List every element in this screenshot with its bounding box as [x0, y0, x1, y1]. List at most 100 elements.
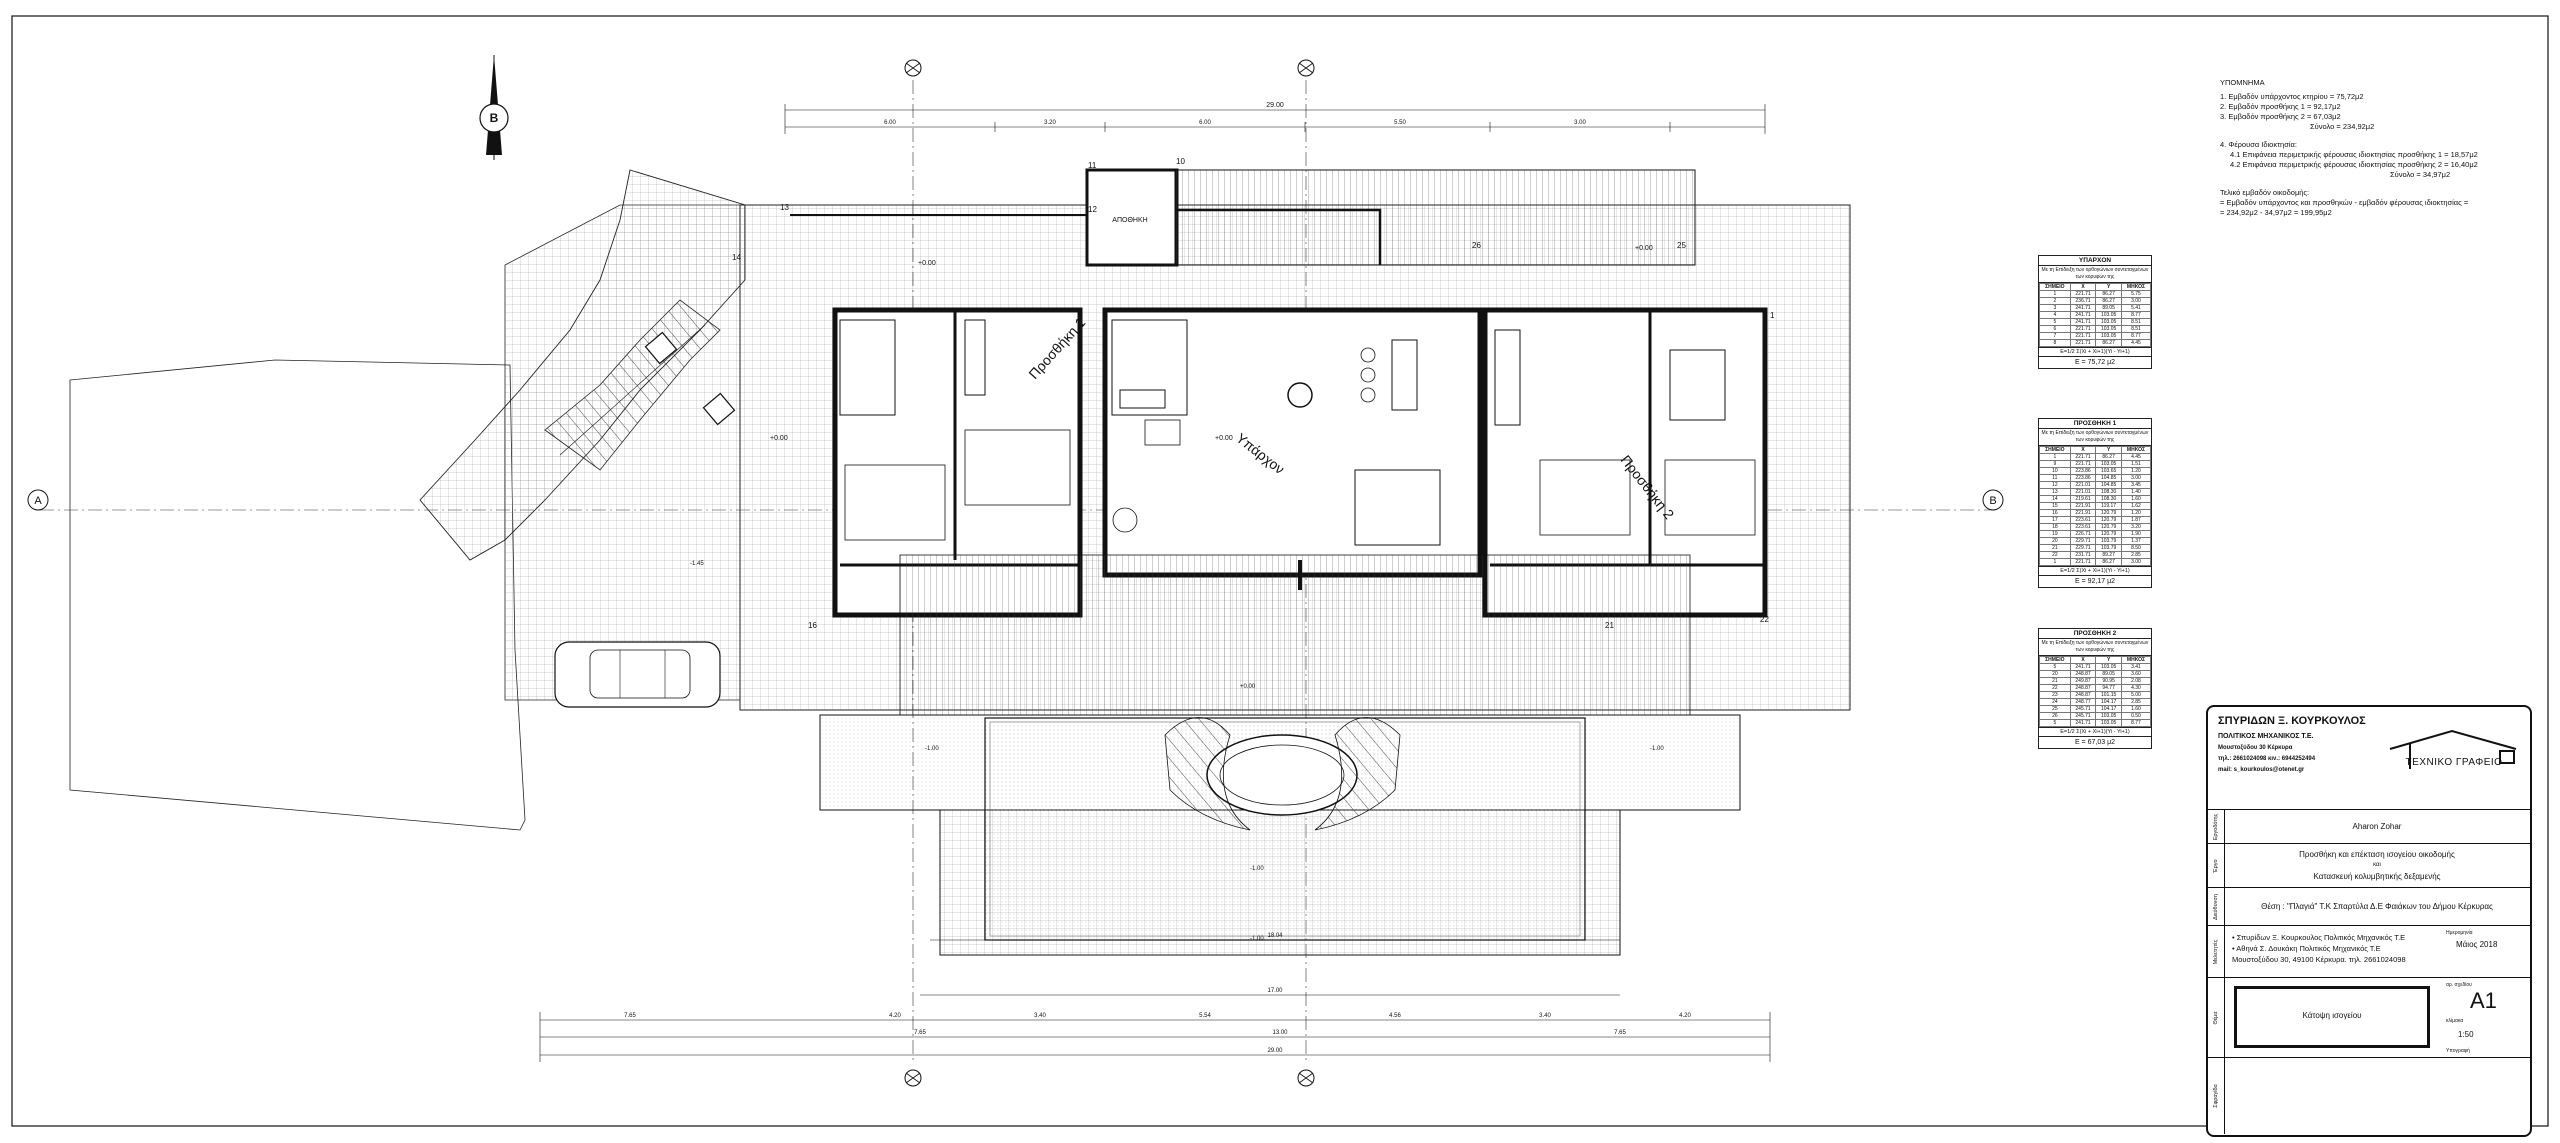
point-22: 22	[1760, 615, 1769, 624]
level-6: +0.00	[1240, 684, 1256, 690]
table-cell: 13	[2039, 488, 2071, 496]
engineer-1: • Σπυρίδων Ξ. Κουρκουλος Πολιτικός Μηχαν…	[2232, 933, 2406, 942]
table-cell: 120.79	[2095, 523, 2122, 531]
table-cell: 120.79	[2095, 530, 2122, 538]
drawing-title-box: Κάτοψη ισογείου	[2234, 986, 2430, 1048]
table-cell: 245.71	[2069, 705, 2097, 713]
point-21: 21	[1605, 621, 1614, 630]
dim-top-4: 5.50	[1394, 120, 1406, 126]
table-cell: 2.08	[2120, 677, 2152, 685]
table-cell: 4.45	[2120, 339, 2152, 347]
pool-area	[819, 714, 1741, 956]
table-cell: 20	[2039, 537, 2071, 545]
firm-phone: τηλ.: 2661024098 κιν.: 6944252494	[2218, 756, 2316, 762]
dim-bottom-3: 3.40	[1034, 1013, 1046, 1019]
table-cell: 1.51	[2120, 460, 2152, 468]
level-3: +0.00	[1635, 245, 1653, 252]
firm-name: ΣΠΥΡΙΔΩΝ Ξ. ΚΟΥΡΚΟΥΛΟΣ	[2218, 715, 2366, 727]
dim-pool-inner: 18.04	[1267, 933, 1283, 939]
table-cell: 5	[2039, 318, 2071, 326]
table-cell: 221.71	[2069, 453, 2097, 461]
row-drawing: Θέμα Κάτοψη ισογείου αρ. σχεδίου A1 κλίμ…	[2208, 977, 2530, 1058]
table-cell: 89.05	[2095, 670, 2122, 678]
coords-table-addition-2: ΠΡΟΣΘΗΚΗ 2 Με τη Επίδειξη των ορθογώνιων…	[2038, 628, 2152, 749]
drawing-title: Κάτοψη ισογείου	[2302, 1011, 2362, 1020]
level-10: -1.00	[1250, 936, 1264, 942]
table-cell: 5.75	[2120, 290, 2152, 298]
table-cell: 221.91	[2069, 502, 2097, 510]
table-cell: 241.71	[2069, 318, 2097, 326]
dim-bottom-2: 4.20	[889, 1013, 901, 1019]
sheet-frame	[11, 15, 2549, 1127]
table-cell: 8.51	[2120, 325, 2152, 333]
table-cell: 221.91	[2069, 509, 2097, 517]
table-cell: 1.62	[2120, 502, 2152, 510]
table-header-cell: Y	[2095, 656, 2122, 664]
dim-bottom-6: 3.40	[1539, 1013, 1551, 1019]
table-header-cell: Y	[2095, 446, 2122, 454]
point-11: 11	[1088, 161, 1097, 170]
project-line-1: Προσθήκη και επέκταση ισογείου οικοδομής	[2299, 850, 2455, 859]
grid-marker-left-label: Α	[34, 495, 42, 507]
table-cell: 103.05	[2095, 332, 2122, 340]
table-cell: 86.27	[2095, 297, 2122, 305]
table-cell: 223.61	[2069, 516, 2097, 524]
table-cell: 104.17	[2095, 705, 2122, 713]
dim-top-3: 6.00	[1199, 120, 1211, 126]
dim-bottom-9: 13.00	[1272, 1030, 1288, 1036]
point-26: 26	[1472, 241, 1481, 250]
table-cell: 245.71	[2069, 712, 2097, 720]
table-total: Ε = 67,03 μ2	[2039, 736, 2151, 748]
legend-item-3: 3. Εμβαδόν προσθήκης 2 = 67,03μ2	[2220, 112, 2341, 121]
table-cell: 11	[2039, 474, 2071, 482]
table-cell: 103.05	[2095, 712, 2122, 720]
table-cell: 104.85	[2095, 474, 2122, 482]
table-cell: 248.87	[2069, 684, 2097, 692]
dimension-chain-top	[784, 104, 1766, 134]
grid-marker-top-left	[904, 59, 922, 77]
table-cell: 89.05	[2095, 304, 2122, 312]
date-label: Ημερομηνία	[2446, 930, 2473, 936]
table-header-cell: ΣΗΜΕΙΟ	[2039, 446, 2071, 454]
table-cell: 229.71	[2069, 537, 2097, 545]
table-cell: 0.50	[2120, 712, 2152, 720]
dim-top-2: 3.20	[1044, 120, 1056, 126]
plot-boundary	[69, 359, 526, 831]
point-25: 25	[1677, 241, 1686, 250]
front-decking	[899, 554, 1691, 716]
table-cell: 119.17	[2095, 502, 2122, 510]
table-cell: 103.05	[2095, 460, 2122, 468]
table-header-cell: ΣΗΜΕΙΟ	[2039, 283, 2071, 291]
dim-bottom-7: 4.20	[1679, 1013, 1691, 1019]
project-line-2: και	[2373, 862, 2381, 868]
table-cell: 20	[2039, 670, 2071, 678]
point-10: 10	[1176, 157, 1185, 166]
dim-bottom-4: 5.54	[1199, 1013, 1211, 1019]
table-cell: 2.85	[2120, 551, 2152, 559]
table-cell: 108.30	[2095, 488, 2122, 496]
dim-top-total: 29.00	[1266, 102, 1284, 109]
table-cell: 248.87	[2069, 670, 2097, 678]
table-cell: 89.27	[2095, 551, 2122, 559]
owner-value: Aharon Zohar	[2352, 822, 2402, 831]
table-total: Ε = 75,72 μ2	[2039, 356, 2151, 368]
level-7: -1.00	[925, 746, 939, 752]
table-cell: 86.27	[2095, 339, 2122, 347]
table-cell: 22	[2039, 551, 2071, 559]
table-cell: 221.71	[2069, 339, 2097, 347]
